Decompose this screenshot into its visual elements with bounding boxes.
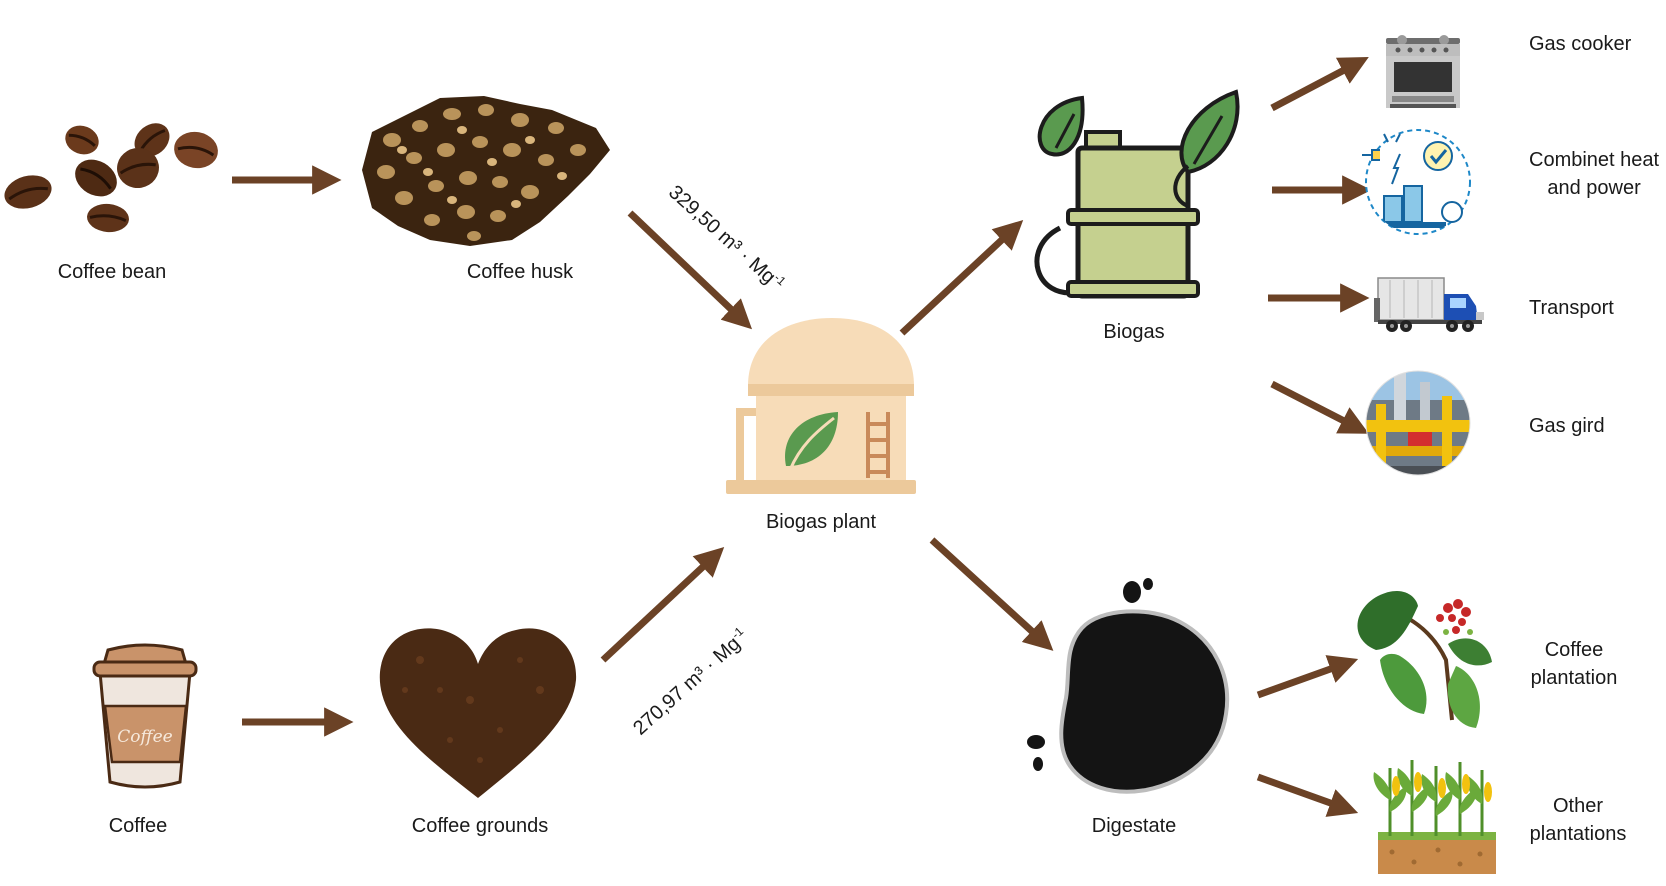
label-digestate: Digestate [1091, 815, 1177, 837]
coffee-plant-icon [1357, 590, 1492, 728]
label-biogas: Biogas [1103, 321, 1165, 343]
arrow-plant-to-biogas [899, 219, 1024, 336]
arrow-digestate-to-plantations [1256, 773, 1359, 817]
label-coffee-husk: Coffee husk [466, 261, 574, 283]
biogas-drum-icon [1034, 89, 1240, 299]
coffee-cup-icon: Coffee [92, 643, 198, 789]
chp-icon [1362, 129, 1471, 235]
label-gas-grid: Gas gird [1529, 415, 1605, 437]
label-coffee-bean: Coffee bean [57, 261, 167, 283]
arrow-grounds-to-plant [600, 546, 725, 663]
coffee-husk-icon [362, 96, 610, 246]
coffee-beans-icon [4, 123, 218, 233]
arrow-plant-to-digestate [929, 537, 1054, 651]
arrow-biogas-to-cooker [1270, 57, 1369, 112]
label-chp: Combinet heat and power [1529, 149, 1660, 199]
label-transport: Transport [1529, 297, 1614, 319]
coffee-grounds-heart-icon [379, 628, 577, 798]
truck-icon [1374, 277, 1484, 332]
digestate-splash-icon [1027, 578, 1230, 794]
label-other-plantations: Other plantations [1529, 795, 1627, 845]
label-coffee-grounds: Coffee grounds [411, 815, 549, 837]
arrow-digestate-to-coffee-plant [1256, 655, 1359, 699]
biogas-plant-icon [726, 318, 916, 494]
label-coffee-plantation: Coffee plantation [1530, 639, 1618, 689]
label-coffee: Coffee [108, 815, 168, 837]
label-biogas-plant: Biogas plant [765, 511, 877, 533]
crop-field-icon [1373, 760, 1496, 874]
cup-text: Coffee [117, 727, 172, 747]
arrows [232, 57, 1372, 817]
label-gas-cooker: Gas cooker [1529, 33, 1632, 55]
arrow-biogas-to-grid [1270, 380, 1369, 434]
gas-cooker-icon [1386, 35, 1460, 108]
gas-grid-icon [1365, 370, 1471, 476]
arrow-husk-to-plant [627, 210, 753, 330]
